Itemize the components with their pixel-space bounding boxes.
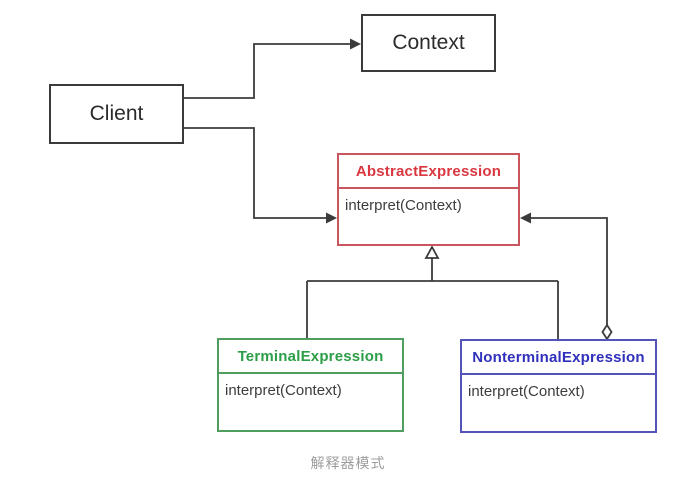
node-abstract-expression-title: AbstractExpression bbox=[339, 155, 518, 189]
diagram-caption: 解释器模式 bbox=[310, 455, 386, 471]
node-abstract-expression-method: interpret(Context) bbox=[345, 197, 462, 214]
arrowhead-into-abstract-right bbox=[520, 212, 531, 224]
node-terminal-expression-title: TerminalExpression bbox=[219, 340, 402, 374]
node-context-label: Context bbox=[392, 31, 465, 54]
generalization-triangle bbox=[424, 245, 440, 259]
connector-client-abstract-expression bbox=[184, 127, 337, 224]
node-abstract-expression: AbstractExpression interpret(Context) bbox=[337, 153, 520, 246]
node-terminal-expression: TerminalExpression interpret(Context) bbox=[217, 338, 404, 432]
connector-generalization bbox=[306, 245, 559, 339]
node-client: Client bbox=[49, 84, 184, 144]
connector-client-context bbox=[184, 38, 361, 99]
arrowhead-into-abstract-left bbox=[326, 212, 337, 224]
aggregation-diamond bbox=[601, 323, 613, 341]
node-nonterminal-expression-method: interpret(Context) bbox=[468, 383, 585, 400]
node-nonterminal-expression-title: NonterminalExpression bbox=[462, 341, 655, 375]
arrowhead-into-context bbox=[350, 38, 361, 50]
node-terminal-expression-method: interpret(Context) bbox=[225, 382, 342, 399]
connector-aggregation-nonterminal-abstract bbox=[520, 212, 613, 341]
node-context: Context bbox=[361, 14, 496, 72]
node-client-label: Client bbox=[89, 102, 144, 125]
node-nonterminal-expression: NonterminalExpression interpret(Context) bbox=[460, 339, 657, 433]
